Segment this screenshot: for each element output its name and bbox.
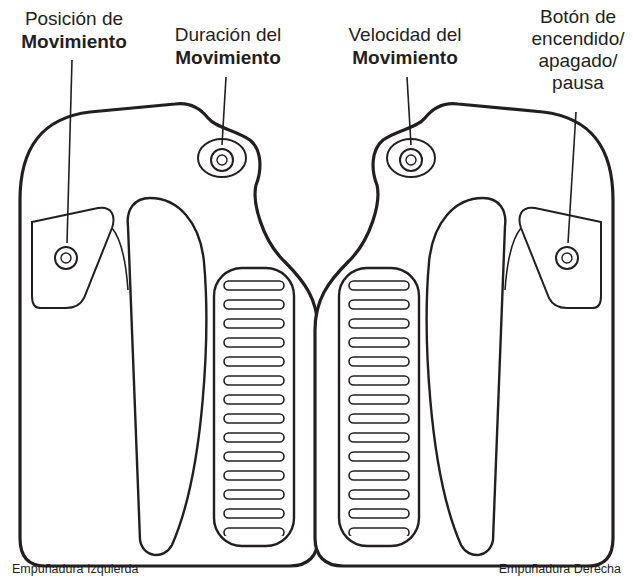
leader-line xyxy=(67,60,72,243)
part-label: Movimiento xyxy=(153,47,303,69)
part-label: Movimiento xyxy=(330,47,480,69)
part-label: Botón de encendido/ apagado/ pausa xyxy=(528,6,628,93)
grip-caption: Empuñadura Derecha xyxy=(499,562,621,576)
leader-line xyxy=(222,77,226,145)
grip-caption: Empuñadura Izquierda xyxy=(12,562,138,576)
part-label: Velocidad del xyxy=(330,24,480,46)
part-label: Duración del xyxy=(153,24,303,46)
leader-line xyxy=(568,112,576,243)
part-label: Posición de xyxy=(4,8,144,30)
left-grip xyxy=(20,104,318,566)
leader-line xyxy=(407,77,411,145)
right-grip xyxy=(315,104,613,566)
part-label: Movimiento xyxy=(4,31,144,53)
